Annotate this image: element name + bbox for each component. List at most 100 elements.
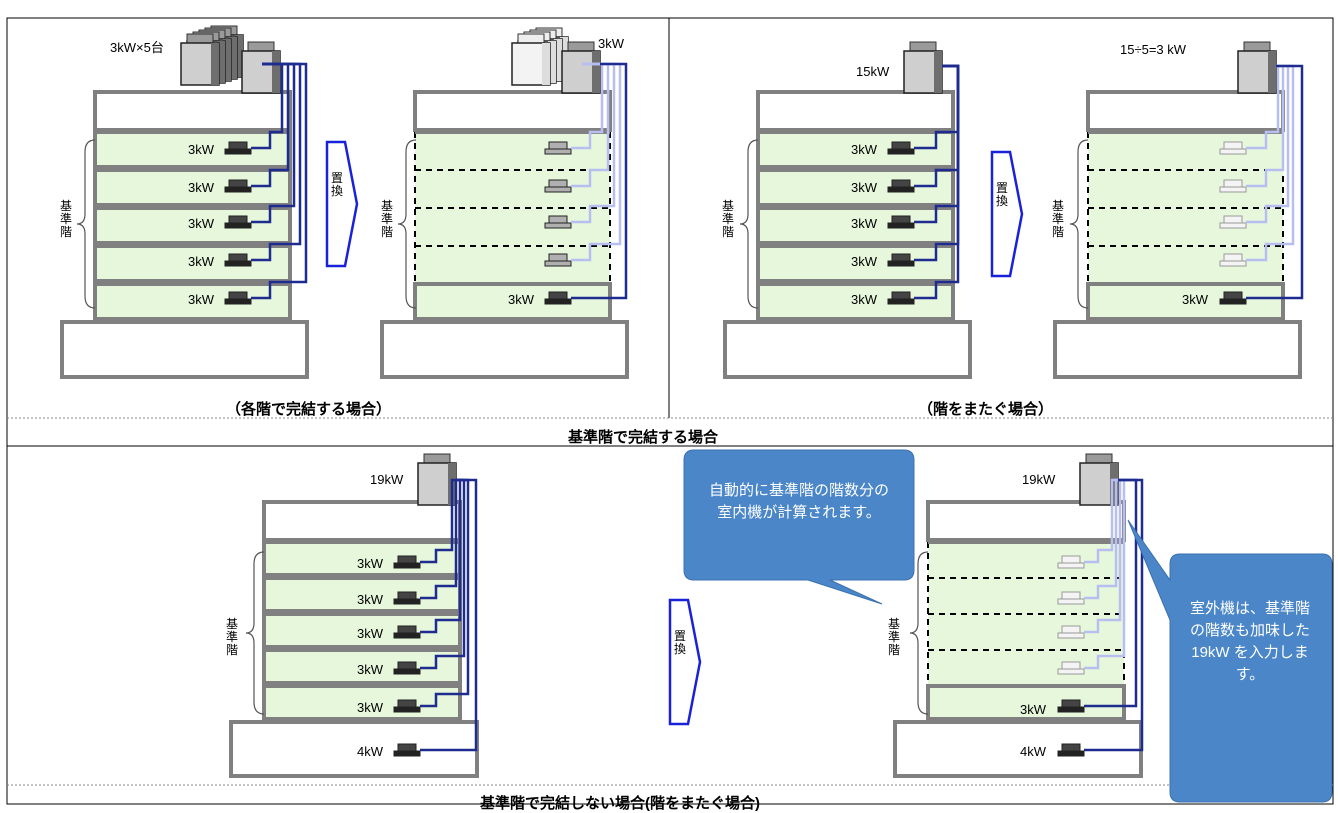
indoor-unit-ghost	[544, 215, 572, 229]
floor-group-label: 階	[1052, 224, 1064, 239]
tr-before-floor	[756, 168, 955, 207]
outdoor-unit-shade	[592, 51, 600, 93]
floor-group-label: 準	[1052, 211, 1064, 226]
indoor-unit-base	[887, 298, 915, 305]
refrigerant-pipe-faded	[1084, 478, 1118, 564]
callout-right-bubble	[1127, 519, 1333, 803]
indoor-unit-base	[1219, 298, 1247, 305]
b-before-floor	[262, 648, 462, 685]
indoor-unit-top	[397, 555, 417, 564]
tl-before-floor	[93, 282, 292, 321]
indoor-unit	[393, 699, 421, 713]
replace-arrow	[668, 598, 702, 726]
replace-arrow-label: 置	[996, 181, 1008, 195]
indoor-unit-top	[548, 291, 568, 300]
indoor-label: 3kW	[188, 216, 215, 231]
indoor-unit	[224, 179, 252, 193]
indoor-unit-top	[228, 215, 248, 224]
outdoor-unit-shade	[1268, 51, 1276, 93]
indoor-label: 3kW	[188, 254, 215, 269]
outdoor-unit-stacked	[180, 33, 220, 86]
floor-group-label: 階	[888, 642, 900, 657]
b-before-floor	[262, 540, 462, 577]
indoor-unit	[887, 141, 915, 155]
b-after-roof-floor	[926, 500, 1126, 542]
indoor-label: 3kW	[357, 626, 384, 641]
indoor-unit-base	[1057, 598, 1085, 605]
outdoor-unit-shade	[554, 39, 562, 81]
indoor-unit	[224, 141, 252, 155]
outdoor-unit-shade	[223, 39, 231, 81]
replace-arrow-label: 置	[674, 629, 686, 643]
indoor-unit-top	[1223, 291, 1243, 300]
floor-brace	[739, 139, 759, 309]
floor-group-label: 準	[226, 629, 238, 644]
refrigerant-pipe	[914, 64, 960, 300]
floor-group-label: 基	[722, 199, 734, 213]
callout-left-text: 自動的に基準階の階数分の室内機が計算されます。	[708, 482, 889, 521]
b-after-last-floor	[926, 684, 1126, 721]
tl-before-floor	[93, 206, 292, 245]
refrigerant-pipe	[420, 478, 456, 564]
tl-after-base	[380, 320, 629, 379]
indoor-label: 3kW	[851, 254, 878, 269]
tr-after-last-floor	[1086, 282, 1285, 321]
indoor-unit-base	[224, 222, 252, 229]
tl-before-floor	[93, 244, 292, 283]
tr-before-roof-floor	[756, 90, 955, 132]
outdoor-unit-shade	[272, 51, 280, 93]
outdoor-unit-shade	[229, 37, 237, 79]
indoor-unit	[224, 291, 252, 305]
indoor-label: 3kW	[851, 142, 878, 157]
replace-arrow	[325, 140, 359, 268]
caption-top-left: （各階で完結する場合）	[226, 401, 392, 418]
caption-bottom: 基準階で完結しない場合(階をまたぐ場合)	[480, 795, 760, 812]
indoor-unit-base	[544, 148, 572, 155]
outdoor-label: 3kW	[598, 36, 625, 51]
indoor-unit-base	[224, 298, 252, 305]
indoor-unit	[887, 179, 915, 193]
outdoor-unit	[561, 41, 601, 94]
outdoor-label: 15÷5=3 kW	[1120, 42, 1187, 57]
indoor-unit-top	[397, 699, 417, 708]
outdoor-unit-ghost	[511, 33, 551, 86]
indoor-unit-base	[1057, 750, 1085, 757]
tr-after-merged-floors	[1088, 132, 1283, 284]
indoor-unit	[887, 291, 915, 305]
outer-border	[6, 17, 1334, 805]
refrigerant-pipe-faded	[1084, 478, 1118, 600]
caption-top-right: （階をまたぐ場合）	[918, 401, 1054, 418]
indoor-unit	[1057, 743, 1085, 757]
indoor-unit-ghost	[1057, 625, 1085, 639]
floor-brace	[76, 139, 96, 309]
indoor-unit-base	[544, 260, 572, 267]
indoor-unit-ghost	[544, 141, 572, 155]
indoor-unit-base	[544, 186, 572, 193]
callout-right-text: 室外機は、基準階の階数も加味した 19kW を入力します。	[1189, 600, 1310, 683]
indoor-unit-base	[224, 148, 252, 155]
replace-arrow	[990, 150, 1024, 278]
indoor-label: 3kW	[357, 556, 384, 571]
indoor-label: 3kW	[851, 180, 878, 195]
callout-left: 自動的に基準階の階数分の室内機が計算されます。	[684, 450, 914, 580]
outdoor-unit	[417, 453, 457, 506]
floor-group-label: 階	[722, 224, 734, 239]
indoor-unit-top	[1223, 253, 1243, 262]
tr-before-floor	[756, 206, 955, 245]
floor-group-label: 基	[888, 617, 900, 631]
indoor-unit-top	[228, 291, 248, 300]
tl-after-merged-floors	[415, 132, 610, 284]
outdoor-unit-shade	[934, 51, 942, 93]
indoor-unit-base	[887, 186, 915, 193]
indoor-unit-top	[891, 215, 911, 224]
indoor-unit-top	[228, 179, 248, 188]
indoor-unit-top	[1061, 625, 1081, 634]
indoor-label: 3kW	[188, 142, 215, 157]
outdoor-unit	[241, 41, 281, 94]
tr-before-floor	[756, 130, 955, 169]
indoor-unit-base	[393, 598, 421, 605]
floor-brace	[1069, 139, 1089, 309]
tl-after-roof-floor	[413, 90, 612, 132]
indoor-label: 3kW	[188, 292, 215, 307]
indoor-unit-top	[228, 141, 248, 150]
